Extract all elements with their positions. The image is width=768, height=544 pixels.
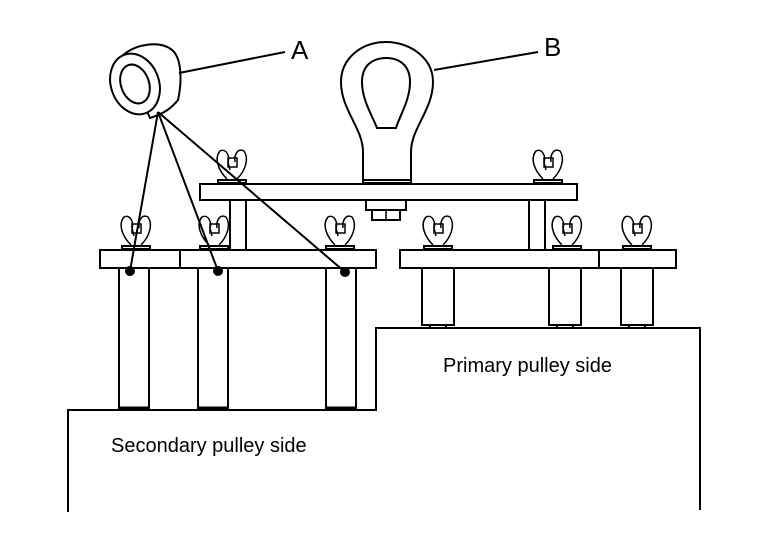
bridge-support-left bbox=[229, 199, 247, 251]
measure-point bbox=[125, 266, 135, 276]
measurement-lines bbox=[125, 111, 350, 277]
primary-side-label: Primary pulley side bbox=[443, 355, 612, 377]
post bbox=[118, 267, 150, 409]
post bbox=[548, 267, 582, 326]
leader-a bbox=[178, 51, 286, 74]
primary-posts bbox=[421, 267, 654, 329]
measure-point bbox=[213, 266, 223, 276]
measure-point bbox=[340, 267, 350, 277]
secondary-plate-right bbox=[179, 249, 377, 269]
wing-nut-icon bbox=[324, 215, 356, 250]
wing-nut-icon bbox=[532, 149, 564, 184]
spacer-ring-a bbox=[109, 43, 182, 120]
post bbox=[421, 267, 455, 326]
leader-b bbox=[433, 51, 539, 71]
callout-a: A bbox=[291, 35, 309, 65]
eyebolt-nut bbox=[365, 199, 407, 211]
post bbox=[325, 267, 357, 409]
base-block-outline bbox=[67, 327, 701, 512]
post bbox=[197, 267, 229, 409]
secondary-plate-left bbox=[99, 249, 181, 269]
wing-nuts bbox=[120, 149, 653, 250]
secondary-side-label: Secondary pulley side bbox=[111, 435, 307, 457]
post bbox=[620, 267, 654, 326]
primary-plate-left bbox=[399, 249, 600, 269]
secondary-posts bbox=[118, 267, 357, 410]
wing-nut-icon bbox=[621, 215, 653, 250]
wing-nut-icon bbox=[198, 215, 230, 250]
callout-b: B bbox=[544, 32, 561, 62]
wing-nut-icon bbox=[551, 215, 583, 250]
wing-nut-icon bbox=[422, 215, 454, 250]
eyebolt-b bbox=[339, 40, 435, 184]
primary-plate-right bbox=[598, 249, 677, 269]
bridge-support-right bbox=[528, 199, 546, 251]
